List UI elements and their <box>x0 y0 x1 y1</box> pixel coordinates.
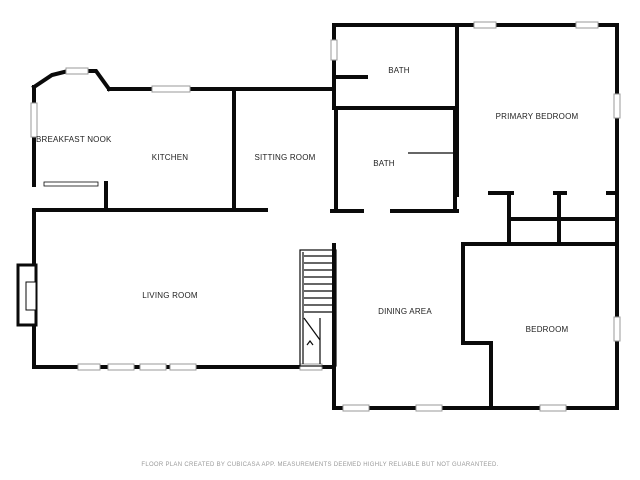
window <box>342 404 370 412</box>
label-bedroom: BEDROOM <box>526 325 569 334</box>
label-dining-area: DINING AREA <box>378 307 432 316</box>
label-sitting-room: SITTING ROOM <box>254 153 315 162</box>
window <box>415 404 443 412</box>
label-kitchen: KITCHEN <box>152 153 189 162</box>
window <box>613 93 621 119</box>
label-primary-bedroom: PRIMARY BEDROOM <box>496 112 579 121</box>
window <box>613 316 621 342</box>
fireplace <box>16 263 38 327</box>
footer-disclaimer: FLOOR PLAN CREATED BY CUBICASA APP. MEAS… <box>141 462 498 468</box>
walls <box>31 23 619 410</box>
window <box>151 85 191 93</box>
windows <box>30 21 621 412</box>
window <box>473 21 497 29</box>
counter <box>43 181 99 187</box>
window <box>330 39 338 61</box>
window <box>169 363 197 371</box>
window <box>30 102 38 138</box>
label-breakfast-nook: BREAKFAST NOOK <box>36 135 112 144</box>
window <box>575 21 599 29</box>
window <box>139 363 167 371</box>
window <box>299 363 323 371</box>
window <box>77 363 101 371</box>
label-living-room: LIVING ROOM <box>142 291 198 300</box>
window <box>539 404 567 412</box>
window <box>65 67 89 75</box>
label-bath-top: BATH <box>388 66 410 75</box>
window <box>107 363 135 371</box>
staircase <box>299 249 337 367</box>
room-labels: BATH PRIMARY BEDROOM BREAKFAST NOOK KITC… <box>36 66 578 334</box>
label-bath-mid: BATH <box>373 159 395 168</box>
